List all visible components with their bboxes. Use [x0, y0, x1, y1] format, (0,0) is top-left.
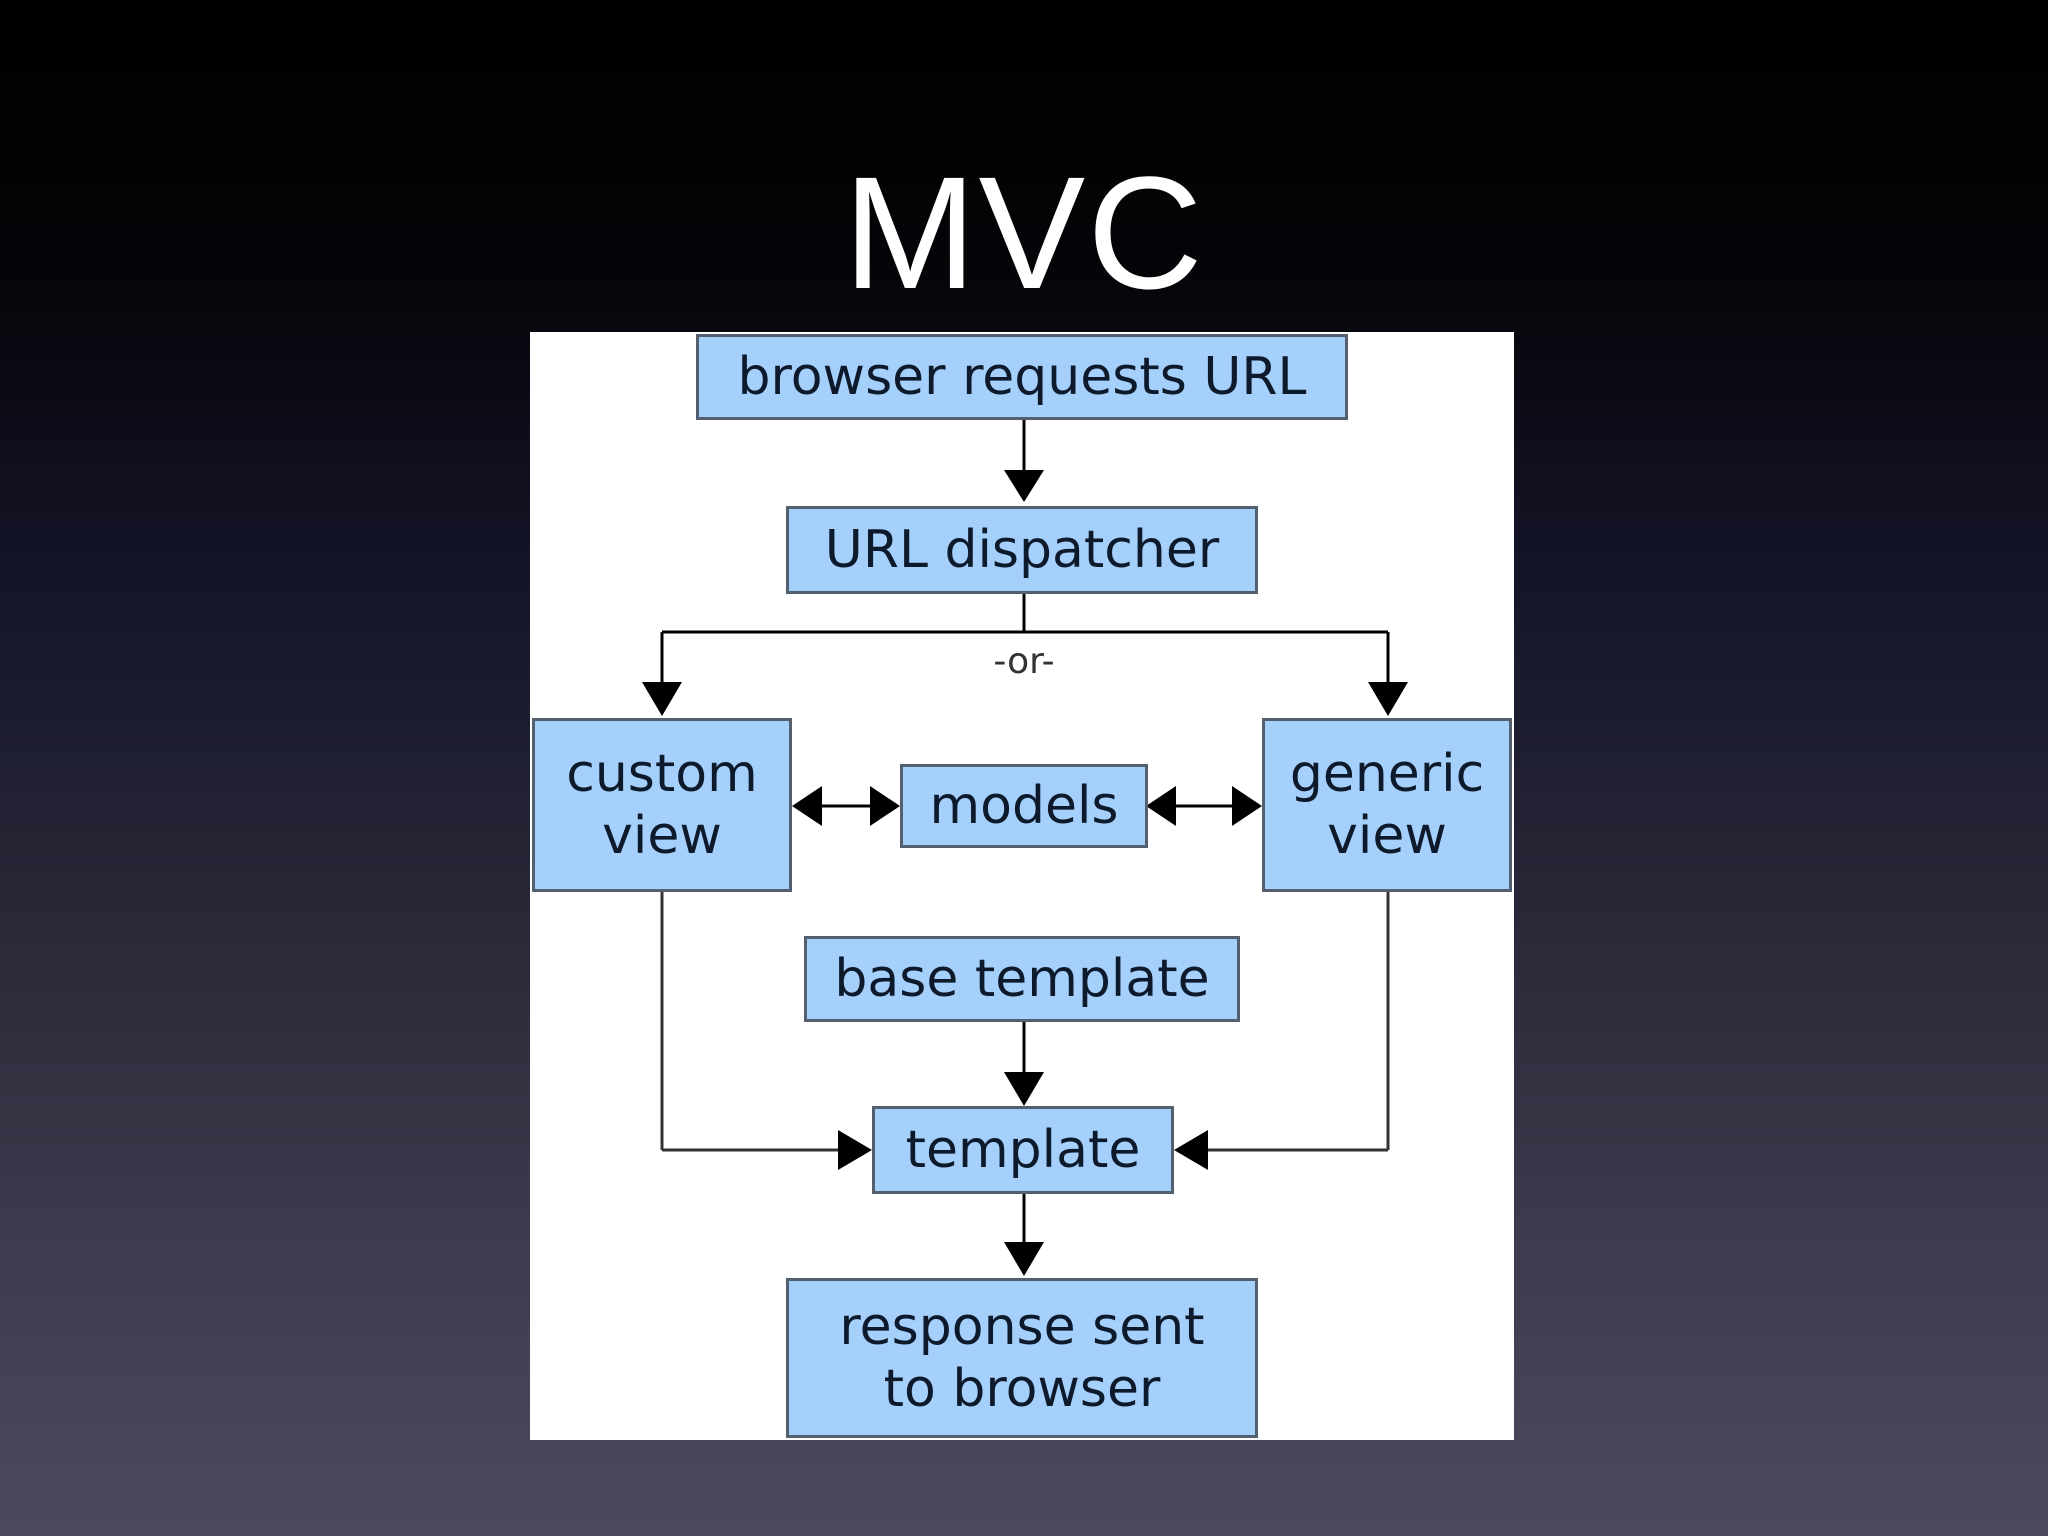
- node-generic-view: generic view: [1262, 718, 1512, 892]
- slide-title: MVC: [843, 143, 1205, 322]
- node-response-sent: response sent to browser: [786, 1278, 1258, 1438]
- edge-label-or: -or-: [993, 641, 1055, 682]
- node-url-dispatcher: URL dispatcher: [786, 506, 1258, 594]
- node-base-template: base template: [804, 936, 1240, 1022]
- node-template: template: [872, 1106, 1174, 1194]
- node-models: models: [900, 764, 1148, 848]
- node-custom-view: custom view: [532, 718, 792, 892]
- node-browser-requests-url: browser requests URL: [696, 334, 1348, 420]
